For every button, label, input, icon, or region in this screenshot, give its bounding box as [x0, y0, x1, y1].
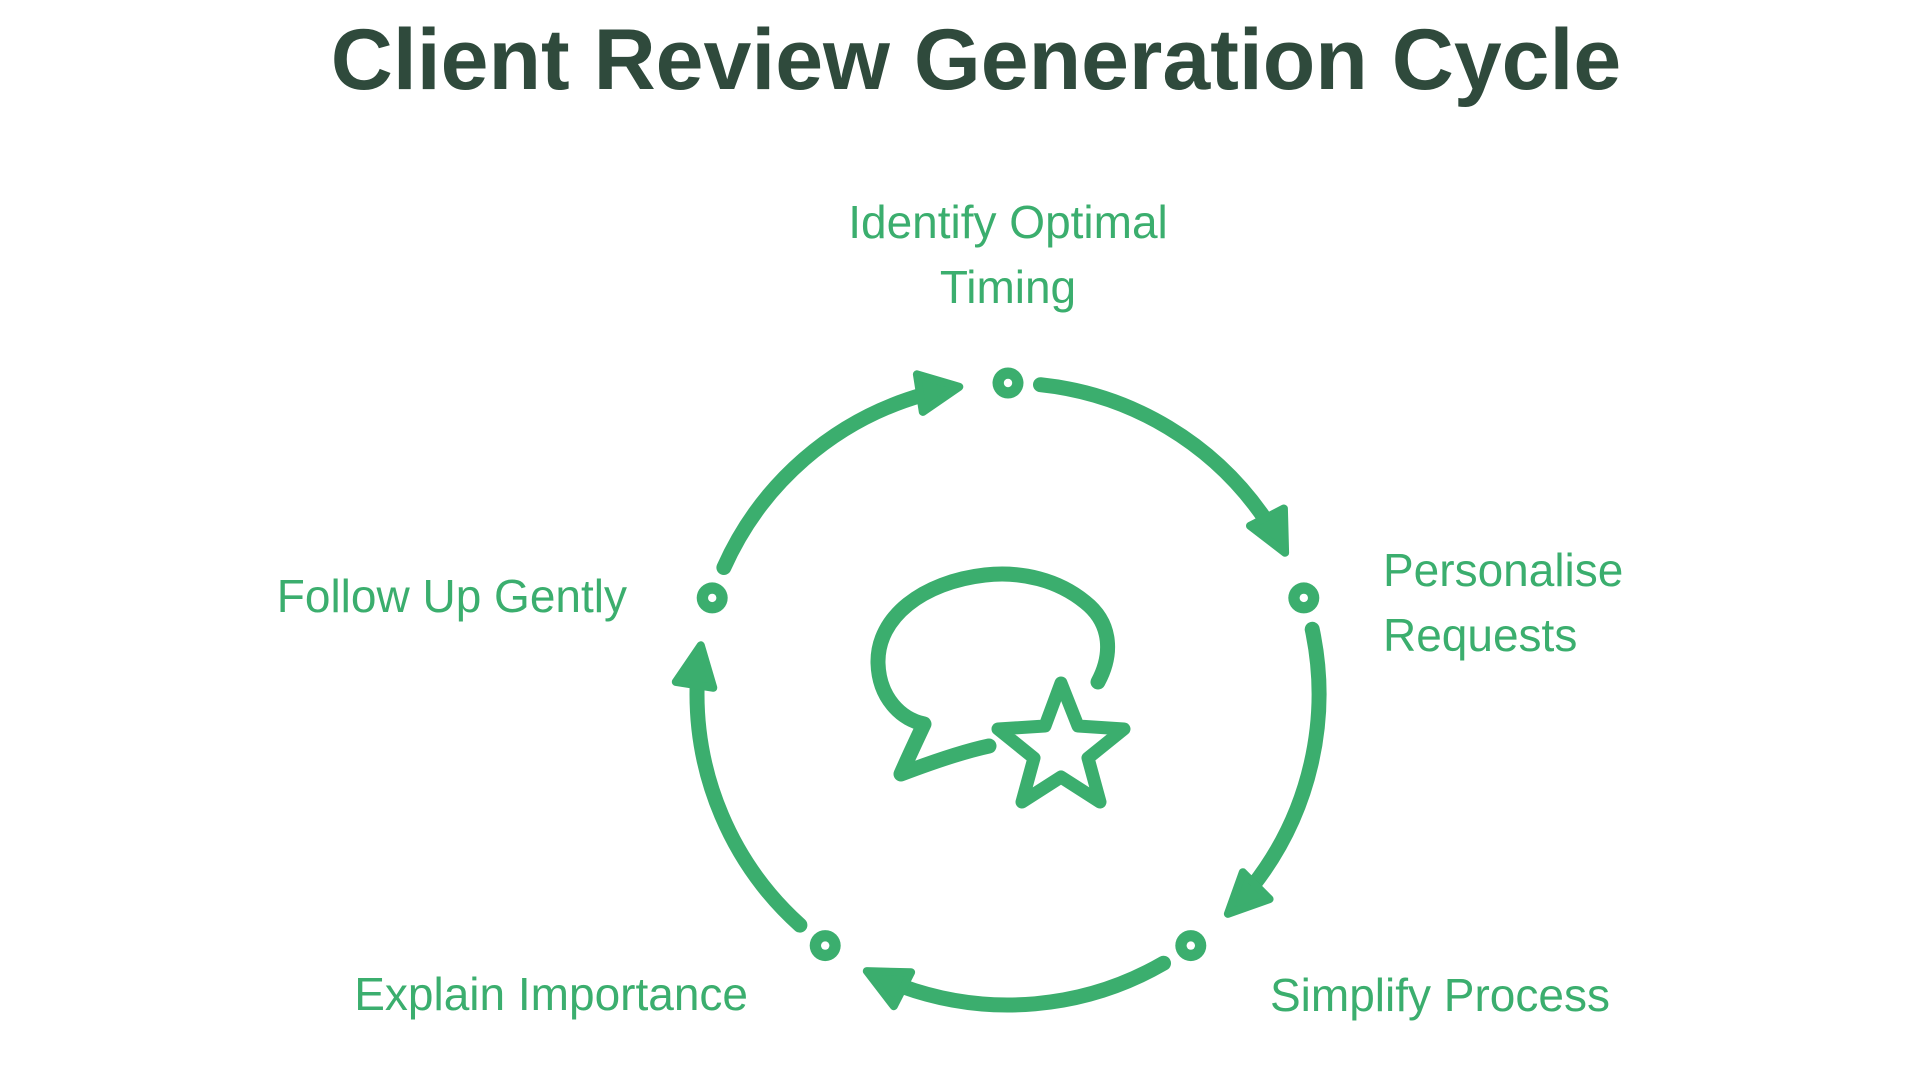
cycle-arrowhead	[862, 967, 916, 1011]
cycle-arc	[689, 675, 808, 933]
cycle-node-dot-hole	[708, 593, 717, 603]
cycle-arc	[894, 955, 1171, 1013]
step-label-personalise-requests: Personalise Requests	[1383, 544, 1624, 661]
step-label-simplify-process: Simplify Process	[1270, 969, 1610, 1021]
cycle-arrowhead	[1246, 504, 1290, 557]
speech-bubble-icon	[870, 566, 1116, 782]
cycle-arc	[1245, 621, 1327, 893]
cycle-arc	[1033, 377, 1274, 528]
cycle-arrowhead	[1223, 868, 1274, 918]
cycle-node-dot-hole	[1003, 378, 1013, 388]
step-label-identify-optimal-timing: Identify Optimal Timing	[848, 196, 1168, 313]
page-title: Client Review Generation Cycle	[330, 12, 1622, 108]
star-icon	[991, 676, 1131, 809]
cycle-node-dot-hole	[821, 941, 830, 950]
cycle-node-dot-hole	[1299, 593, 1309, 603]
step-label-explain-importance: Explain Importance	[354, 968, 748, 1020]
cycle-arrowhead	[912, 370, 964, 416]
cycle-arrowhead	[671, 641, 718, 692]
step-label-follow-up-gently: Follow Up Gently	[276, 570, 627, 622]
cycle-arc	[716, 387, 930, 575]
cycle-node-dot-hole	[1186, 941, 1196, 950]
